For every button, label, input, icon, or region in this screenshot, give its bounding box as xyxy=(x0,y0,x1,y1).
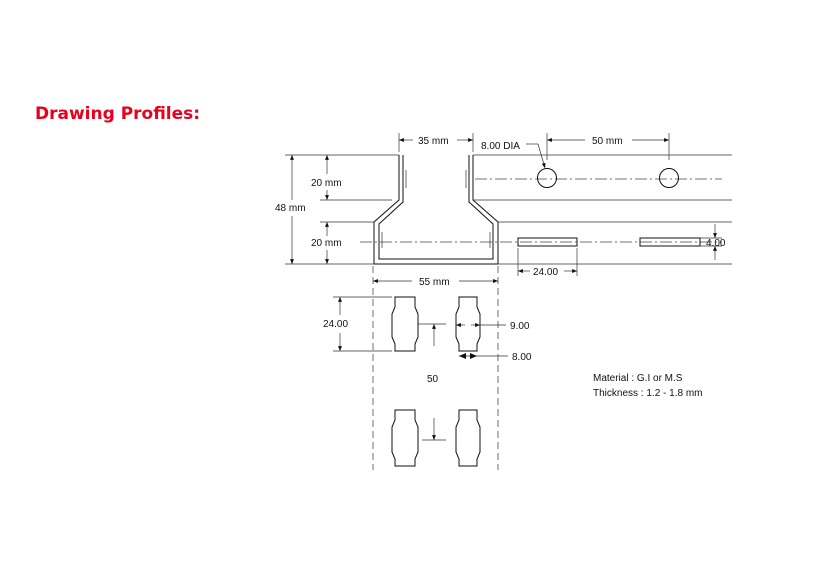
dim-hole-dia: 8.00 DIA xyxy=(481,141,546,169)
base-bottom-view xyxy=(391,296,481,467)
dim-hole-pitch: 50 mm xyxy=(546,133,670,160)
dim-slot-width-mid-label: 9.00 xyxy=(510,321,530,332)
dim-slot-pitch: 50 xyxy=(427,324,439,440)
extension-lines xyxy=(285,133,499,470)
material-notes: Material : G.I or M.S Thickness : 1.2 - … xyxy=(593,373,702,399)
dim-height-upper: 20 mm xyxy=(311,155,342,200)
base-slot-2 xyxy=(455,296,481,352)
dim-top-gap: 35 mm xyxy=(399,136,473,147)
hole-1 xyxy=(537,168,557,188)
dim-slot-length: 24.00 xyxy=(517,248,578,278)
dim-slot-width-end: 8.00 xyxy=(459,352,532,363)
thickness-note: Thickness : 1.2 - 1.8 mm xyxy=(593,388,702,399)
dim-height-total: 48 mm xyxy=(275,155,306,264)
dim-slot-width-end-label: 8.00 xyxy=(512,352,532,363)
dim-height-upper-label: 20 mm xyxy=(311,178,342,189)
dim-slot-width-mid: 9.00 xyxy=(456,321,530,332)
dim-slot-len-front: 24.00 xyxy=(323,296,392,352)
dim-slot-height: 4.00 xyxy=(700,224,726,260)
dim-slot-pitch-label: 50 xyxy=(427,374,439,385)
side-view-strip xyxy=(360,154,732,265)
c-channel-profile xyxy=(373,155,499,265)
base-slot-4 xyxy=(455,409,481,467)
page-heading: Drawing Profiles: xyxy=(35,104,201,124)
dim-top-gap-label: 35 mm xyxy=(418,136,449,147)
slot-2 xyxy=(639,237,701,247)
dim-slot-length-label: 24.00 xyxy=(533,267,558,278)
dim-slot-len-front-label: 24.00 xyxy=(323,319,348,330)
dim-height-lower: 20 mm xyxy=(311,222,342,264)
hole-2 xyxy=(659,168,679,188)
dim-height-lower-label: 20 mm xyxy=(311,238,342,249)
dim-slot-height-label: 4.00 xyxy=(706,238,726,249)
dim-hole-dia-label: 8.00 DIA xyxy=(481,141,520,152)
dim-hole-pitch-label: 50 mm xyxy=(592,136,623,147)
dim-base-width: 55 mm xyxy=(373,277,498,288)
base-slot-3 xyxy=(391,409,419,467)
dim-base-width-label: 55 mm xyxy=(419,277,450,288)
base-slot-1 xyxy=(391,296,419,352)
dim-height-total-label: 48 mm xyxy=(275,203,306,214)
slot-1 xyxy=(517,237,578,247)
material-note: Material : G.I or M.S xyxy=(593,373,683,384)
